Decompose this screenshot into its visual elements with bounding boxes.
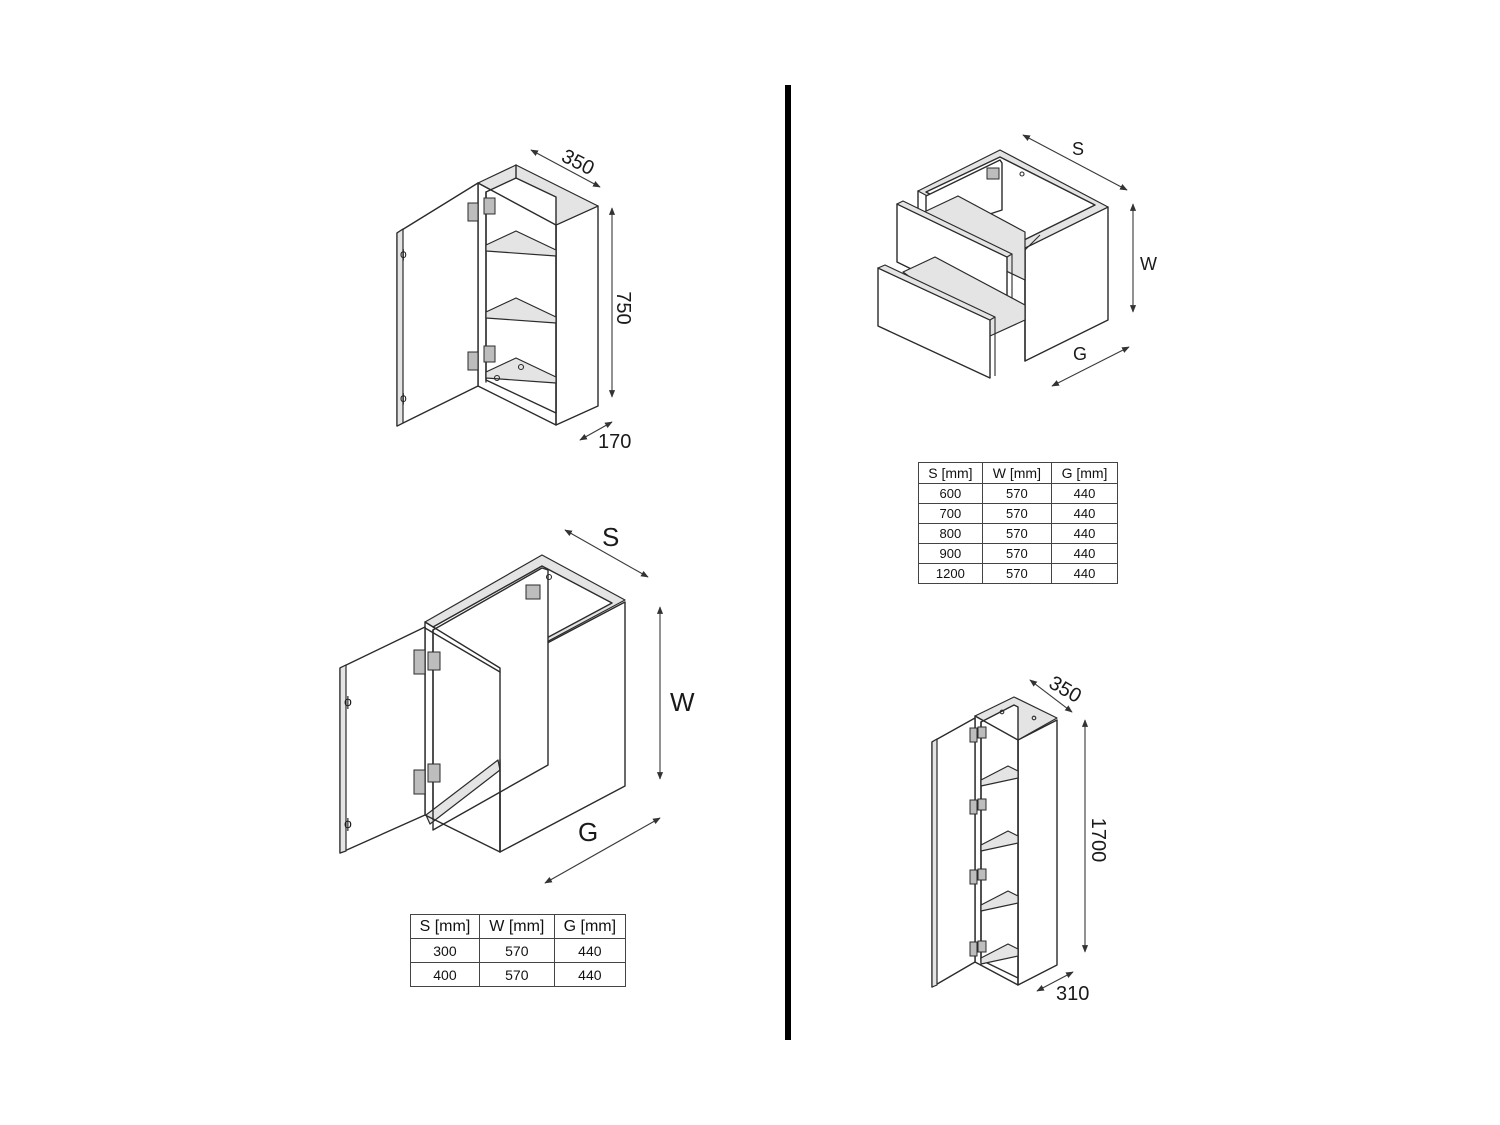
table-cell: 440	[1051, 503, 1118, 524]
table-cell: 300	[410, 938, 480, 963]
table-cell: 440	[1051, 523, 1118, 544]
table-cell: 700	[918, 503, 983, 524]
wall-cabinet-height-label: 750	[612, 291, 634, 324]
table-cell: 600	[918, 483, 983, 504]
table-cell: 570	[478, 962, 555, 987]
hinge-icon	[413, 769, 426, 795]
tall-cabinet-width-label: 350	[1045, 672, 1085, 708]
table-header: W [mm]	[981, 462, 1053, 484]
base-cabinet-depth-label: G	[578, 817, 598, 847]
drawer-unit-depth-label: G	[1073, 344, 1087, 364]
table-cell: 570	[478, 938, 555, 963]
drawer-unit-width-label: S	[1072, 139, 1084, 159]
table-header: G [mm]	[553, 914, 627, 939]
svg-text:ϕ: ϕ	[344, 693, 352, 709]
svg-text:ϕ: ϕ	[344, 815, 352, 831]
table-cell: 570	[981, 483, 1053, 504]
hinge-icon	[467, 351, 479, 371]
wall-cabinet-width-label: 350	[558, 145, 598, 180]
table-cell: 570	[981, 543, 1053, 564]
drawer-unit-drawing: S W G	[877, 134, 1157, 387]
table-cell: 570	[981, 563, 1053, 584]
base-cabinet-drawing: ϕ ϕ S W G	[339, 522, 695, 884]
table-cell: 1200	[918, 563, 983, 584]
table-header: G [mm]	[1051, 462, 1118, 484]
table-cell: 440	[553, 962, 627, 987]
table-cell: 400	[410, 962, 480, 987]
table-header: W [mm]	[478, 914, 555, 939]
hinge-icon	[969, 727, 978, 743]
base-cabinet-height-label: W	[670, 687, 695, 717]
table-cell: 800	[918, 523, 983, 544]
hinge-icon	[467, 202, 479, 222]
tall-cabinet-depth-label: 310	[1056, 983, 1089, 1005]
drawer-unit-height-label: W	[1140, 254, 1157, 274]
table-cell: 570	[981, 523, 1053, 544]
svg-text:ϕ: ϕ	[400, 391, 407, 405]
vertical-divider	[785, 85, 791, 1040]
table-header: S [mm]	[410, 914, 480, 939]
wall-cabinet-depth-label: 170	[598, 431, 631, 453]
table-cell: 900	[918, 543, 983, 564]
hinge-icon	[413, 649, 426, 675]
door-handle-mark: ϕ	[400, 247, 407, 261]
table-cell: 440	[553, 938, 627, 963]
table-cell: 570	[981, 503, 1053, 524]
table-cell: 440	[1051, 563, 1118, 584]
base-cabinet-width-label: S	[602, 522, 619, 552]
wall-cabinet-drawing: ϕ ϕ 350 750 170	[396, 145, 634, 453]
table-cell: 440	[1051, 543, 1118, 564]
table-header: S [mm]	[918, 462, 983, 484]
tall-cabinet-height-label: 1700	[1087, 818, 1109, 863]
table-cell: 440	[1051, 483, 1118, 504]
tall-cabinet-drawing: 350 1700 310	[931, 672, 1109, 1005]
